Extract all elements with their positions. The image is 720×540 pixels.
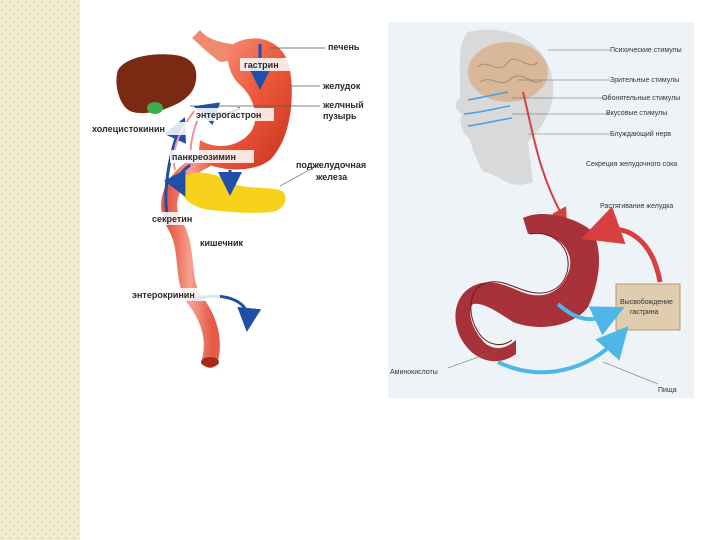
distension-arrow — [600, 229, 660, 282]
label-olfactory-stimuli: Обонятельные стимулы — [602, 94, 680, 102]
label-gastric-juice-secretion: Секреция желудочного сока — [586, 161, 677, 168]
gastric-secretion-svg: Высвобождение гастрина Психические стиму… — [388, 22, 694, 398]
label-cholecystokinin: холецистокинин — [92, 124, 165, 134]
label-amino-acids: Аминокислоты — [390, 369, 438, 376]
label-liver: печень — [328, 42, 360, 52]
label-food: Пища — [658, 387, 677, 394]
label-pancreozymin: панкреозимин — [172, 152, 236, 162]
label-gallbladder-2: пузырь — [323, 111, 357, 121]
stomach-illustration — [455, 214, 599, 361]
label-enterogastrone: энтерогастрон — [196, 110, 261, 120]
label-gastrin-release-2: гастрина — [630, 309, 659, 316]
pancreas — [179, 173, 285, 213]
label-taste-stimuli: Вкусовые стимулы — [606, 110, 667, 117]
label-stomach-distension: Растягивание желудка — [600, 203, 673, 210]
label-vagus-nerve: Блуждающий нерв — [610, 130, 671, 138]
label-intestine: кишечник — [200, 238, 244, 248]
label-pancreas-1: поджелудочная — [296, 160, 366, 170]
intestine-end — [201, 357, 219, 367]
label-gastrin: гастрин — [244, 60, 279, 70]
label-gastrin-release-1: Высвобождение — [620, 298, 673, 306]
brain — [468, 42, 548, 102]
decorative-side-strip — [0, 0, 80, 540]
hormones-digestion-diagram: печень гастрин желудок желчный пузырь эн… — [80, 0, 380, 380]
label-stomach: желудок — [322, 81, 361, 91]
label-enterocrinin: энтерокринин — [132, 290, 195, 300]
label-gallbladder-1: желчный — [322, 100, 364, 110]
label-pancreas-2: железа — [315, 172, 348, 182]
gastrin-release-box — [616, 284, 680, 330]
label-secretin: секретин — [152, 214, 192, 224]
label-psychic-stimuli: Психические стимулы — [610, 47, 682, 54]
gallbladder — [147, 102, 163, 114]
gastric-secretion-diagram: Высвобождение гастрина Психические стиму… — [388, 22, 694, 398]
label-visual-stimuli: Зрительные стимулы — [610, 77, 679, 84]
